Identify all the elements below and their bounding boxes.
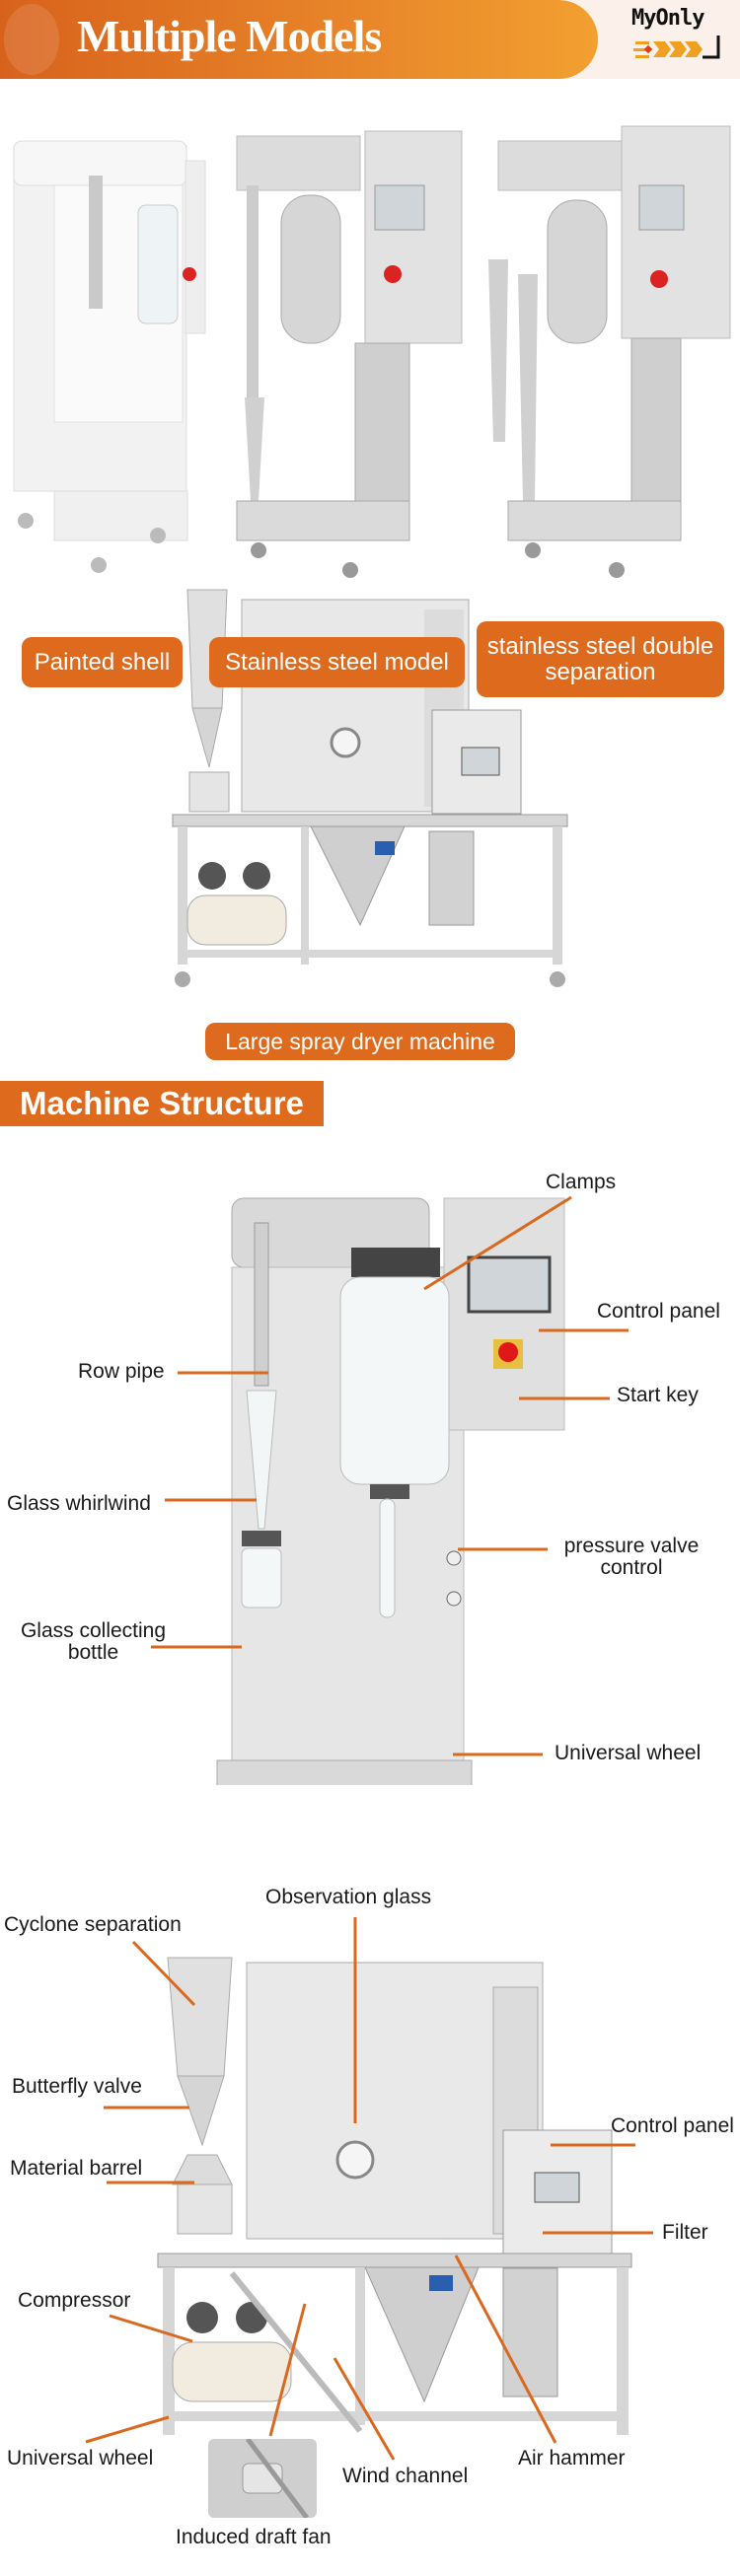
label-control-panel-2: Control panel — [611, 2114, 734, 2137]
label-air-hammer: Air hammer — [518, 2447, 626, 2469]
wheat-emblem-icon — [4, 4, 59, 75]
stainless-steel-machine-image — [236, 130, 463, 578]
logo-wordmark: MyOnly — [631, 6, 704, 31]
header-bar — [0, 0, 598, 79]
label-induced-draft-fan: Induced draft fan — [176, 2526, 332, 2548]
label-glass-whirlwind: Glass whirlwind — [7, 1492, 151, 1515]
label-universal-wheel-2: Universal wheel — [7, 2447, 154, 2469]
label-wind-channel: Wind channel — [342, 2465, 469, 2487]
induced-draft-fan-inset-photo — [208, 2439, 317, 2518]
painted-shell-machine-image — [13, 140, 206, 573]
label-row-pipe: Row pipe — [78, 1360, 165, 1383]
section-title-machine-structure: Machine Structure — [0, 1081, 324, 1126]
label-glass-collecting-bottle: Glass collecting bottle — [20, 1619, 167, 1664]
label-clamps: Clamps — [546, 1171, 617, 1193]
page-title: Multiple Models — [77, 11, 382, 61]
label-material-barrel: Material barrel — [10, 2157, 143, 2180]
label-observation-glass: Observation glass — [265, 1886, 432, 1908]
label-pressure-valve-control: pressure valve control — [563, 1535, 700, 1579]
large-dryer-structure-image — [157, 1957, 632, 2435]
model-label-stainless-steel: Stainless steel model — [209, 637, 465, 687]
large-spray-dryer-image — [172, 589, 568, 987]
label-universal-wheel: Universal wheel — [555, 1742, 702, 1764]
large-machine-label: Large spray dryer machine — [205, 1023, 515, 1060]
label-butterfly-valve: Butterfly valve — [12, 2075, 142, 2098]
brand-logo: MyOnly — [631, 6, 735, 73]
label-compressor: Compressor — [18, 2289, 131, 2312]
label-cyclone-separation: Cyclone separation — [4, 1913, 182, 1936]
wheat-logo-icon — [633, 36, 720, 59]
lab-spray-dryer-image — [216, 1197, 565, 1785]
double-separation-machine-image — [488, 125, 731, 578]
label-filter: Filter — [662, 2221, 708, 2244]
model-label-painted-shell: Painted shell — [22, 637, 183, 687]
label-control-panel: Control panel — [597, 1300, 720, 1323]
model-label-double-separation: stainless steel double separation — [477, 621, 724, 697]
label-start-key: Start key — [617, 1384, 699, 1406]
models-photo — [13, 125, 731, 578]
